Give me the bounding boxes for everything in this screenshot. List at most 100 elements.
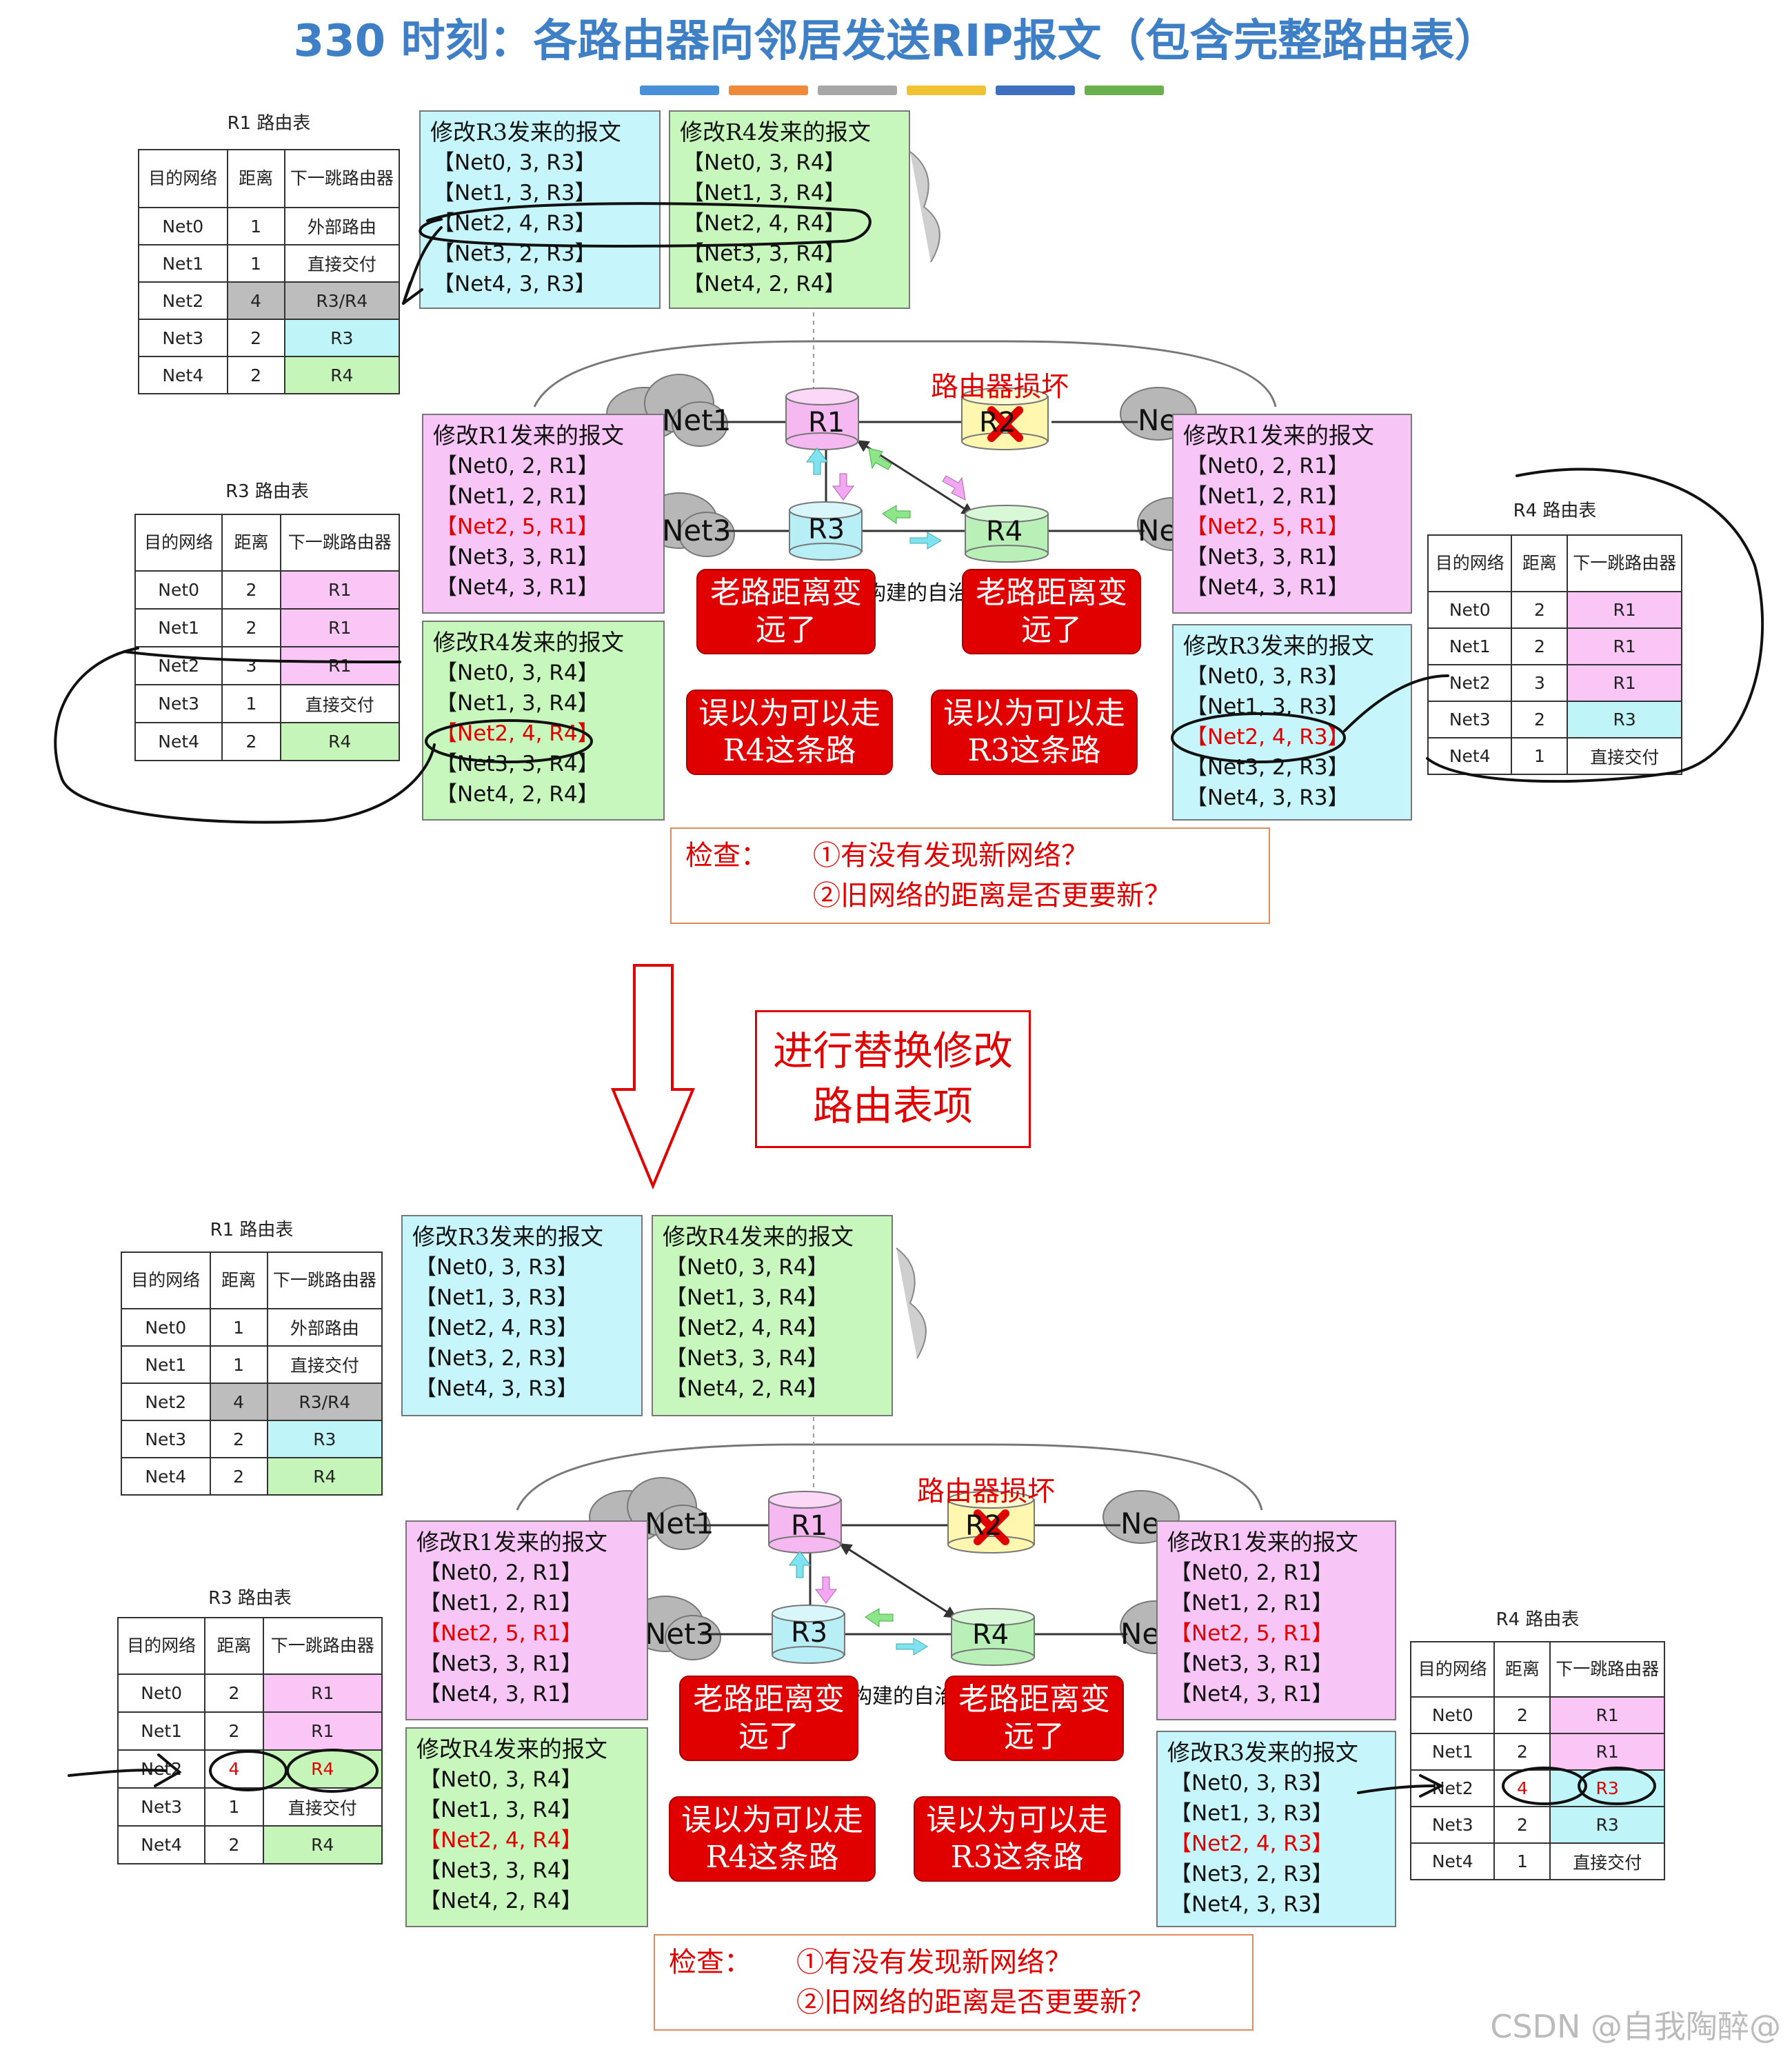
msg-item: 【Net3, 3, R1】 bbox=[419, 1651, 583, 1676]
cell: Net2 bbox=[134, 646, 223, 685]
arrow-diag-icon bbox=[868, 448, 892, 470]
cell: R3 bbox=[1549, 1769, 1665, 1807]
arrow-left-icon bbox=[865, 1608, 894, 1627]
msg-item: 【Net1, 3, R4】 bbox=[665, 1285, 829, 1310]
msg-from-r4-left-top: 修改R4发来的报文 【Net0, 3, R4】 【Net1, 3, R4】 【N… bbox=[422, 621, 665, 821]
msg-item: 【Net0, 2, R1】 bbox=[419, 1560, 583, 1585]
col-dest: 目的网络 bbox=[1409, 1641, 1496, 1698]
r3-label: R3 bbox=[808, 514, 845, 545]
callout-mistake-via-r3: 误以为可以走R3这条路 bbox=[931, 690, 1138, 775]
router-r3-top bbox=[789, 501, 863, 561]
callout-mistake-via-r3: 误以为可以走R3这条路 bbox=[914, 1796, 1120, 1882]
col-dest: 目的网络 bbox=[117, 1617, 206, 1675]
col-dest: 目的网络 bbox=[1427, 534, 1513, 592]
cell: Net2 bbox=[1409, 1769, 1496, 1807]
cell: 直接交付 bbox=[262, 1787, 383, 1827]
msg-from-r1-right-bottom: 修改R1发来的报文 【Net0, 2, R1】 【Net1, 2, R1】 【N… bbox=[1156, 1520, 1396, 1720]
cloud-edge bbox=[896, 1247, 927, 1359]
msg-item: 【Net0, 2, R1】 bbox=[1186, 454, 1349, 479]
msg-item: 【Net1, 3, R3】 bbox=[433, 181, 596, 205]
msg-item: 【Net0, 3, R3】 bbox=[415, 1255, 578, 1280]
msg-item: 【Net0, 3, R4】 bbox=[419, 1767, 583, 1792]
arrow-down-icon bbox=[815, 1576, 837, 1604]
color-bar bbox=[1085, 86, 1164, 95]
top-network bbox=[533, 151, 1277, 563]
msg-from-r1-left-bottom: 修改R1发来的报文 【Net0, 2, R1】 【Net1, 2, R1】 【N… bbox=[405, 1520, 648, 1720]
col-dist: 距离 bbox=[209, 1251, 268, 1309]
cell: R4 bbox=[262, 1749, 383, 1789]
msg-item: 【Net2, 4, R4】 bbox=[436, 721, 599, 746]
cell: Net4 bbox=[117, 1825, 206, 1864]
msg-item: 【Net2, 4, R3】 bbox=[1186, 725, 1349, 750]
cell: 直接交付 bbox=[279, 684, 401, 723]
cell: 2 bbox=[1493, 1696, 1551, 1734]
color-bar bbox=[818, 86, 897, 95]
msg-title: 修改R4发来的报文 bbox=[433, 629, 624, 656]
cell: R1 bbox=[279, 608, 401, 647]
cell: Net0 bbox=[134, 570, 223, 610]
cell: R1 bbox=[279, 646, 401, 685]
cell: R1 bbox=[262, 1711, 383, 1751]
msg-title: 修改R1发来的报文 bbox=[1167, 1529, 1358, 1556]
msg-item: 【Net4, 3, R1】 bbox=[1186, 575, 1349, 600]
cell: 2 bbox=[209, 1420, 268, 1458]
msg-from-r1-right-top: 修改R1发来的报文 【Net0, 2, R1】 【Net1, 2, R1】 【N… bbox=[1172, 414, 1412, 614]
r1-label: R1 bbox=[808, 407, 845, 439]
page-title: 330 时刻：各路由器向邻居发送RIP报文（包含完整路由表） bbox=[293, 16, 1499, 67]
broken-router-label: 路由器损坏 bbox=[931, 371, 1069, 403]
cell: 1 bbox=[1511, 737, 1569, 775]
msg-item: 【Net3, 2, R3】 bbox=[415, 1346, 578, 1371]
cell: Net1 bbox=[117, 1711, 206, 1751]
msg-from-r3-top: 修改R3发来的报文 【Net0, 3, R3】 【Net1, 3, R3】 【N… bbox=[419, 110, 661, 309]
cell: Net3 bbox=[1427, 701, 1513, 738]
check-label: 检查： bbox=[669, 1947, 752, 1978]
msg-item: 【Net1, 2, R1】 bbox=[436, 484, 599, 509]
cell: 4 bbox=[226, 281, 285, 320]
check-question: ②旧网络的距离是否更要新？ bbox=[813, 880, 1171, 912]
msg-item: 【Net1, 3, R3】 bbox=[415, 1285, 578, 1310]
cell: 2 bbox=[226, 356, 285, 394]
check-question: ①有没有发现新网络？ bbox=[796, 1947, 1072, 1978]
msg-from-r3-right-bottom: 修改R3发来的报文 【Net0, 3, R3】 【Net1, 3, R3】 【N… bbox=[1156, 1731, 1396, 1927]
r4-table-caption: R4 路由表 bbox=[1513, 501, 1597, 521]
col-next: 下一跳路由器 bbox=[262, 1617, 383, 1675]
msg-item: 【Net1, 3, R3】 bbox=[1170, 1801, 1333, 1826]
cell: Net0 bbox=[1427, 591, 1513, 629]
ne-label: Ne bbox=[1120, 1617, 1160, 1651]
router-r4-bottom bbox=[951, 1608, 1035, 1666]
msg-title: 修改R3发来的报文 bbox=[1183, 632, 1374, 659]
cell: Net0 bbox=[138, 207, 228, 245]
msg-item: 【Net0, 3, R4】 bbox=[683, 150, 846, 175]
col-next: 下一跳路由器 bbox=[1567, 534, 1682, 592]
r3-table-caption: R3 路由表 bbox=[208, 1588, 292, 1609]
r3-label: R3 bbox=[791, 1617, 828, 1649]
msg-item: 【Net1, 3, R3】 bbox=[1186, 694, 1349, 719]
msg-item: 【Net3, 3, R4】 bbox=[665, 1346, 829, 1371]
arrow-up-icon bbox=[806, 448, 828, 475]
arrow-left-icon bbox=[882, 505, 911, 524]
cell: 2 bbox=[226, 319, 285, 357]
msg-item: 【Net0, 2, R1】 bbox=[436, 454, 599, 479]
as-label: 构建的自治 bbox=[865, 581, 969, 605]
col-dist: 距离 bbox=[204, 1617, 264, 1675]
msg-item: 【Net2, 5, R1】 bbox=[419, 1621, 583, 1646]
cell: R4 bbox=[266, 1457, 383, 1496]
arrow-down-icon bbox=[832, 473, 854, 501]
msg-item: 【Net1, 2, R1】 bbox=[419, 1591, 583, 1616]
col-dist: 距离 bbox=[221, 514, 281, 572]
check-question: ②旧网络的距离是否更要新？ bbox=[796, 1987, 1155, 2018]
broken-x-icon bbox=[974, 1509, 1009, 1545]
msg-item: 【Net2, 4, R4】 bbox=[665, 1316, 829, 1340]
cell: Net4 bbox=[121, 1457, 211, 1496]
as-label: 构建的自治 bbox=[852, 1685, 955, 1709]
